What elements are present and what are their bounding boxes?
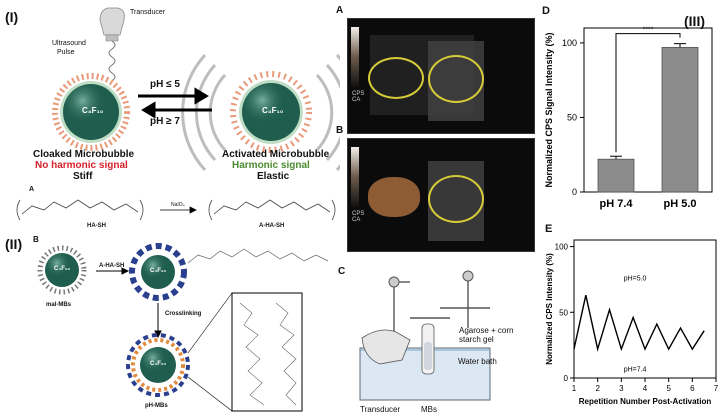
ph-low-label: pH ≤ 5 [150, 79, 180, 90]
mal-mb-bubble [37, 245, 87, 295]
us-side-text-a: CPS CA [352, 91, 365, 103]
chart-e-xtick-label: 5 [666, 384, 671, 393]
transducer-holder [361, 329, 411, 365]
reaction-right-product: A-HA-SH [259, 223, 285, 229]
bubble-core-label-right: C₄F₁₀ [262, 106, 284, 115]
assembly-diagram [37, 243, 329, 412]
ultrasound-label-1: Ultrasound [52, 40, 86, 47]
chart-e-ylabel: Normalized CPS Intensity (%) [545, 253, 554, 365]
ha-core-label: C₄F₁₀ [150, 268, 167, 274]
activated-state: Elastic [257, 171, 290, 182]
ph-switch-arrows [138, 87, 212, 119]
us-image-a: CPS CA [347, 18, 535, 134]
chart-d-bar [597, 158, 635, 193]
ph-mb-bubble [126, 333, 190, 397]
chart-d-significance-label: **** [643, 27, 654, 34]
transducer-label: Transducer [130, 9, 166, 16]
step2-label: Crosslinking [165, 311, 202, 317]
ph-core-label: C₄F₁₀ [150, 361, 167, 367]
crosslink-zoom-box [231, 292, 303, 412]
us-panel-a-label: A [336, 5, 344, 16]
chart-e-xtick-label: 4 [643, 384, 648, 393]
chart-d-significance-bracket [615, 33, 681, 153]
chart-d-xtick-label: pH 7.4 [599, 198, 633, 210]
section-i-label: (I) [5, 9, 19, 25]
chart-d-ytick-label: 0 [572, 187, 577, 197]
us-image-b: CPS CA [347, 138, 535, 252]
reaction-left-product: HA-SH [87, 223, 106, 229]
chart-d-bar [661, 46, 699, 193]
ha-coated-bubble [129, 243, 187, 301]
section-ii-label: (II) [5, 236, 23, 252]
chart-e-ytick-label: 50 [559, 308, 568, 317]
harmonic-signal-arcs [181, 53, 340, 172]
chart-d-ytick-label: 50 [567, 112, 577, 122]
section-i-diagram [52, 7, 340, 172]
activated-signal: Harmonic signal [232, 160, 310, 171]
ultrasound-label-2: Pulse [57, 49, 75, 56]
bath-label: Water bath [458, 357, 497, 366]
reaction-scheme [16, 199, 336, 221]
chart-e-ytick-label: 100 [555, 243, 569, 252]
chart-d-ylabel: Normalized CPS Signal Intensity (%) [544, 32, 554, 187]
mal-mbs-label: mal-MBs [46, 302, 72, 308]
chart-e-xtick-label: 7 [714, 384, 719, 393]
chart-e-frame [573, 239, 717, 379]
setup-transducer-label: Transducer [360, 405, 401, 414]
mal-core-label: C₄F₁₀ [54, 266, 71, 272]
reaction-panel-label: A [29, 186, 35, 193]
us-side-text-b: CPS CA [352, 211, 365, 223]
setup-diagram [359, 270, 491, 401]
reaction-reagent: NaIO₄ [171, 202, 185, 208]
activated-title: Activated Microbubble [222, 149, 330, 160]
setup-panel-label: C [338, 266, 346, 277]
chart-d-panel-label: D [542, 5, 550, 17]
chart-e-xtick-label: 1 [572, 384, 577, 393]
us-panel-b-label: B [336, 125, 344, 136]
chart-e-panel-label: E [545, 223, 553, 235]
chart-d: 0 50 100 pH 7.4 pH 5.0 **** Normalized CPS Sig… [544, 27, 713, 210]
cloaked-signal: No harmonic signal [35, 160, 128, 171]
chart-e-annotation-ph74: pH=7.4 [624, 366, 647, 373]
chart-e-series-line [573, 295, 705, 352]
chart-e-annotation-ph5: pH=5.0 [624, 276, 647, 283]
cloaked-state: Stiff [73, 171, 93, 182]
chart-e-xtick-label: 2 [595, 384, 600, 393]
chart-e-xtick-label: 6 [690, 384, 695, 393]
chart-e-xtick-label: 3 [619, 384, 624, 393]
chart-d-ytick-label: 100 [562, 38, 577, 48]
cloaked-title: Cloaked Microbubble [33, 149, 135, 160]
cloaked-microbubble [52, 73, 130, 151]
ph-mbs-label: pH-MBs [145, 403, 168, 409]
chart-d-frame [583, 27, 713, 193]
chart-e-xlabel: Repetition Number Post-Activation [579, 397, 712, 406]
assembly-panel-label: B [33, 235, 39, 244]
section-iii-label: (III) [684, 13, 705, 29]
step1-label: A-HA-SH [99, 263, 125, 269]
chart-e-ytick-label: 0 [564, 374, 569, 383]
transducer-icon [99, 7, 125, 82]
chart-d-xtick-label: pH 5.0 [663, 198, 696, 210]
bubble-core-label-left: C₄F₁₀ [82, 106, 104, 115]
ph-high-label: pH ≥ 7 [150, 116, 180, 127]
activated-microbubble [230, 71, 312, 153]
gel-label: Agarose + corn starch gel [459, 326, 514, 344]
setup-mbs-label: MBs [421, 405, 437, 414]
